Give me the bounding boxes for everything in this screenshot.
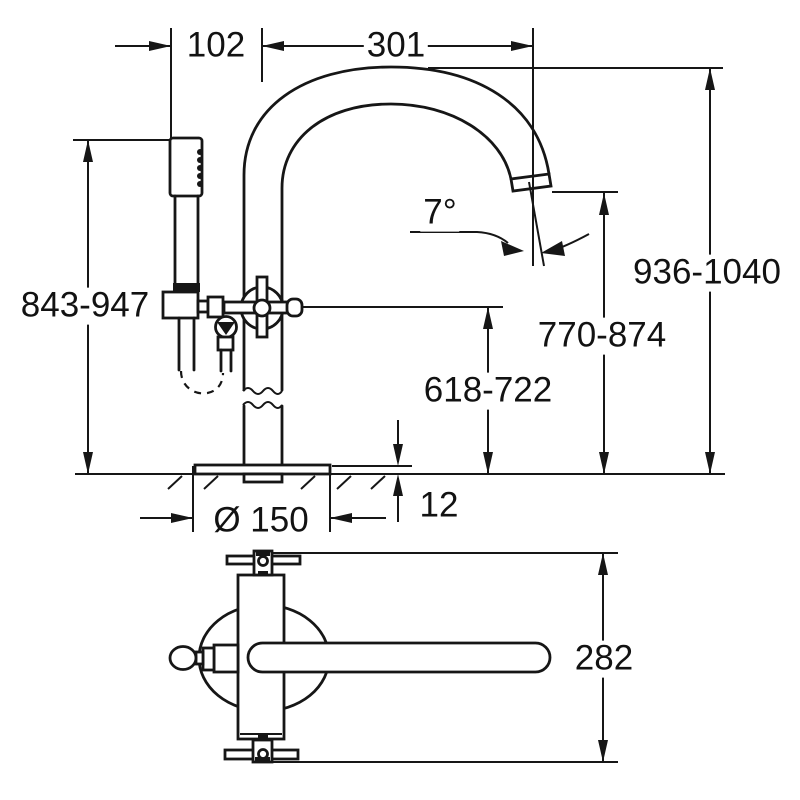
- floor-hatching: [167, 475, 386, 490]
- cross-handle-valve: [222, 275, 304, 339]
- spout-top: [246, 641, 552, 674]
- front-dimensions: [73, 28, 723, 532]
- dim-overall-height-label: 936-1040: [630, 254, 784, 292]
- riser-pipe: [242, 298, 284, 467]
- angle-slant-line: [528, 181, 545, 267]
- floor-and-base: [75, 463, 725, 490]
- hand-shower: [161, 136, 238, 395]
- front-view: [73, 28, 725, 532]
- dim-offset-label: 102: [183, 27, 249, 65]
- dim-shower-height-label: 843-947: [17, 287, 153, 325]
- dim-depth-label: 282: [571, 640, 637, 678]
- spout-outlet: [509, 172, 553, 193]
- shower-hose: [179, 370, 225, 395]
- shower-holder-knob: [168, 645, 198, 671]
- break-lines: [242, 387, 283, 409]
- handle-bottom: [223, 735, 300, 764]
- top-view: [168, 549, 618, 764]
- dim-spout-height-label: 770-874: [534, 317, 670, 355]
- handle-top: [225, 549, 302, 577]
- dim-reach-label: 301: [363, 27, 429, 65]
- dim-plate-thickness-label: 12: [416, 487, 462, 525]
- dim-base-diameter-label: Ø 150: [210, 502, 312, 540]
- dim-handle-height-label: 618-722: [420, 372, 556, 410]
- spout: [242, 65, 553, 467]
- base-recess: [242, 472, 284, 484]
- dim-angle-label: 7°: [420, 194, 460, 232]
